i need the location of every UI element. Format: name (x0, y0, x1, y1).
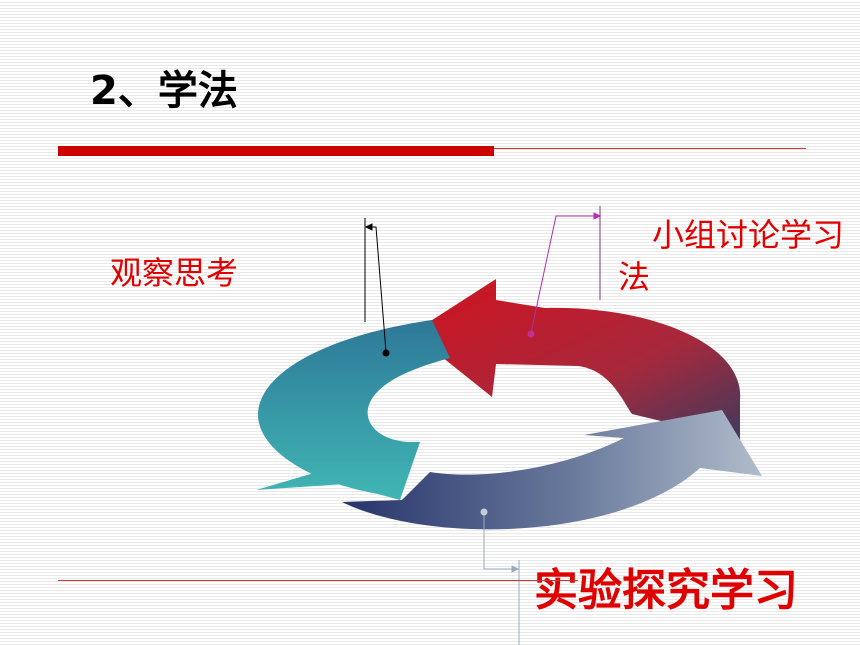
slide-title: 2、学法 (90, 68, 238, 114)
title-underline-bar (58, 146, 494, 156)
group-leader (530, 212, 602, 334)
group-label: 小组讨论学习法 (618, 216, 845, 296)
group-leader-dot (527, 330, 535, 338)
observe-leader (364, 218, 387, 353)
experiment-label: 实验探究学习 (534, 565, 798, 616)
blue-cycle-arrow (342, 410, 762, 530)
observe-leader-dot (382, 349, 390, 357)
red-cycle-arrow (412, 279, 741, 440)
experiment-leader (483, 512, 520, 573)
bottom-rule (58, 580, 578, 581)
experiment-leader-dot (480, 508, 488, 516)
observe-label: 观察思考 (110, 254, 239, 292)
title-underline-line (494, 148, 806, 149)
teal-cycle-arrow (256, 320, 450, 500)
